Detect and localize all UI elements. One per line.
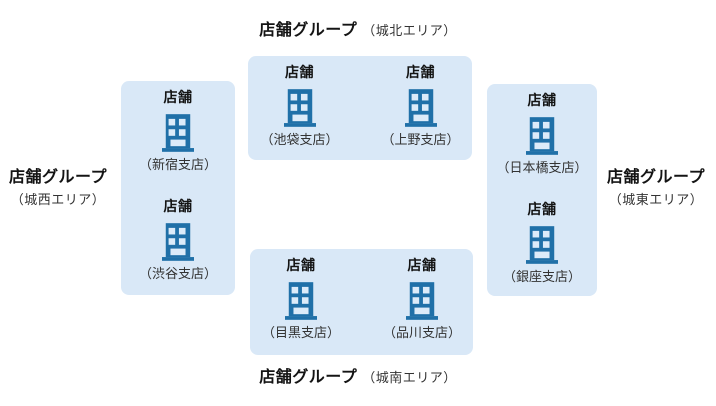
building-icon	[162, 223, 194, 261]
group-title: 店舗グループ	[259, 22, 358, 39]
store-label: 店舗	[286, 257, 316, 273]
store-name: （渋谷支店）	[138, 266, 217, 281]
store-ginza: 店舗 （銀座支店）	[492, 202, 593, 285]
store-label: 店舗	[527, 201, 557, 217]
store-label: 店舗	[163, 89, 193, 105]
store-label: 店舗	[407, 257, 437, 273]
group-box-east: 店舗 （日本橋支店） 店舗 （銀座支	[487, 84, 597, 296]
group-box-west: 店舗 （新宿支店） 店舗 （渋谷支店	[121, 81, 235, 295]
store-label: 店舗	[527, 92, 557, 108]
group-label-west: 店舗グループ （城西エリア）	[2, 163, 114, 208]
group-label-south: 店舗グループ （城南エリア）	[0, 363, 716, 387]
group-area: （城西エリア）	[10, 192, 106, 207]
store-ikebukuro: 店舗 （池袋支店）	[249, 65, 350, 148]
store-name: （池袋支店）	[260, 132, 339, 147]
store-label: 店舗	[163, 198, 193, 214]
store-shibuya: 店舗 （渋谷支店）	[128, 199, 229, 282]
store-shinjuku: 店舗 （新宿支店）	[128, 90, 229, 173]
store-meguro: 店舗 （目黒支店）	[251, 258, 352, 341]
building-icon	[526, 226, 558, 264]
group-title: 店舗グループ	[606, 169, 706, 186]
group-area: （城北エリア）	[362, 23, 457, 38]
group-area: （城南エリア）	[362, 370, 457, 385]
store-name: （品川支店）	[382, 325, 461, 340]
group-label-north: 店舗グループ （城北エリア）	[0, 16, 716, 40]
building-icon	[285, 282, 317, 320]
store-name: （上野支店）	[381, 132, 460, 147]
store-name: （目黒支店）	[261, 325, 340, 340]
building-icon	[406, 282, 438, 320]
group-title: 店舗グループ	[259, 369, 358, 386]
group-box-north: 店舗 （池袋支店） 店舗 （上野支店	[248, 56, 472, 160]
store-nihonbashi: 店舗 （日本橋支店）	[492, 93, 593, 176]
building-icon	[526, 117, 558, 155]
store-shinagawa: 店舗 （品川支店）	[372, 258, 473, 341]
store-name: （新宿支店）	[138, 157, 217, 172]
store-label: 店舗	[285, 64, 314, 80]
group-area: （城東エリア）	[608, 192, 704, 207]
group-label-east: 店舗グループ （城東エリア）	[600, 163, 712, 208]
store-label: 店舗	[406, 64, 435, 80]
group-box-south: 店舗 （目黒支店） 店舗 （品川支店	[250, 249, 473, 355]
building-icon	[162, 114, 194, 152]
store-name: （日本橋支店）	[496, 160, 588, 175]
store-name: （銀座支店）	[502, 269, 581, 284]
building-icon	[404, 89, 437, 127]
store-ueno: 店舗 （上野支店）	[370, 65, 471, 148]
building-icon	[283, 89, 316, 127]
group-title: 店舗グループ	[8, 169, 108, 186]
